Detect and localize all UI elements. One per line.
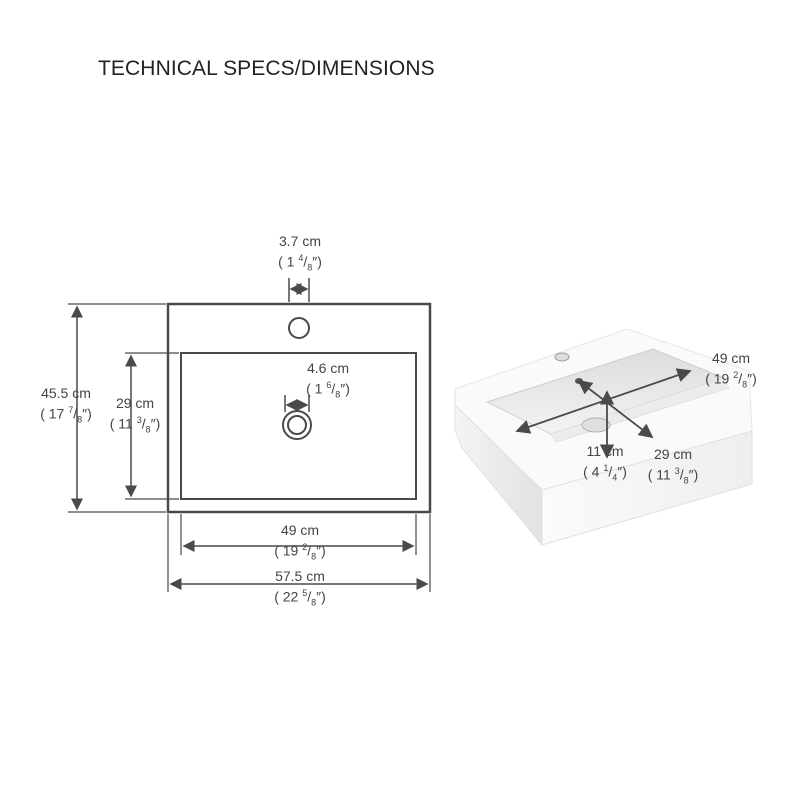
outer-depth-dimension: 45.5 cm ( 17 7/8″)	[40, 385, 92, 425]
inner-width-dimension: 49 cm ( 19 2/8″)	[274, 522, 326, 562]
outer-width-dimension: 57.5 cm ( 22 5/8″)	[274, 568, 326, 608]
page-title: TECHNICAL SPECS/DIMENSIONS	[98, 57, 435, 80]
iso-height-dimension: 11 cm ( 4 1/4″)	[583, 443, 627, 483]
faucet-hole	[288, 317, 310, 339]
faucet-hole-dimension: 3.7 cm ( 1 4/8″)	[278, 233, 322, 273]
iso-depth-dimension: 29 cm ( 11 3/8″)	[647, 446, 699, 486]
inner-depth-dimension: 29 cm ( 11 3/8″)	[109, 395, 161, 435]
isometric-basin	[454, 328, 753, 547]
drain-outer	[282, 410, 312, 440]
drain-dimension: 4.6 cm ( 1 6/8″)	[306, 360, 350, 400]
iso-depth-arrow	[577, 379, 654, 439]
basin-outer-outline	[166, 302, 432, 514]
basin-inner-outline	[180, 352, 417, 500]
isometric-faucet-hole	[554, 352, 570, 362]
iso-width-dimension: 49 cm ( 19 2/8″)	[705, 350, 757, 390]
isometric-drain	[581, 417, 611, 433]
drain-inner	[287, 415, 307, 435]
